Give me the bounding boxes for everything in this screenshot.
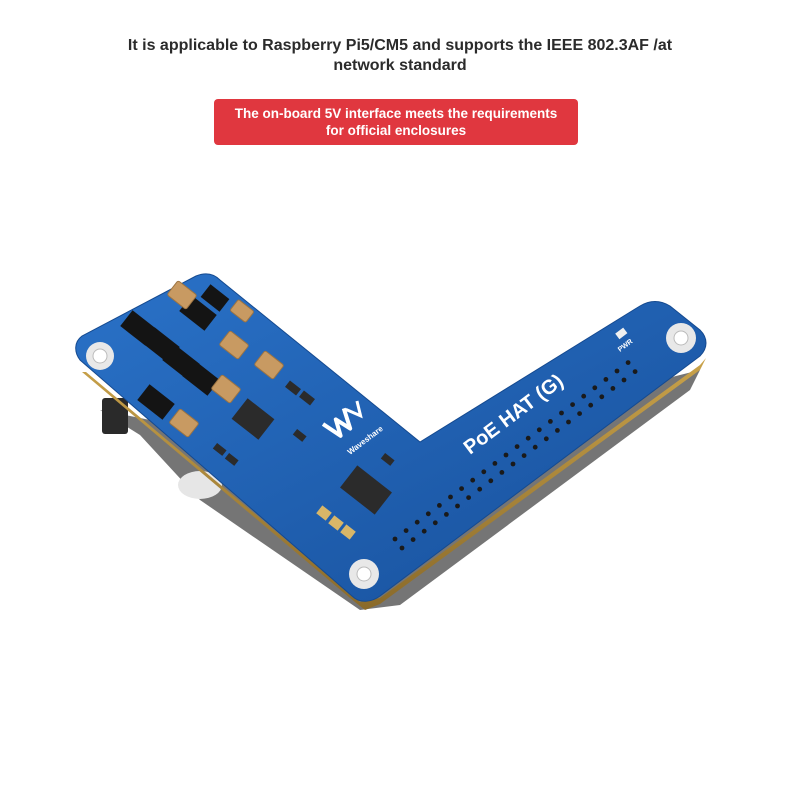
gpio-hole — [581, 393, 587, 399]
gpio-hole — [521, 453, 527, 458]
gpio-hole — [566, 419, 571, 425]
gpio-hole — [555, 428, 560, 433]
gpio-hole — [432, 520, 438, 526]
gpio-hole — [403, 528, 409, 533]
pwr-led — [615, 327, 628, 340]
mounting-holes — [86, 323, 696, 589]
gold-pads — [316, 505, 356, 540]
capacitors — [167, 280, 284, 438]
gpio-header-holes — [392, 360, 638, 551]
gpio-hole — [548, 419, 553, 424]
gpio-hole — [410, 537, 416, 542]
waveshare-logo — [321, 400, 363, 438]
gpio-hole — [499, 470, 505, 475]
gpio-hole — [421, 528, 427, 534]
gpio-hole — [532, 444, 538, 450]
smd-parts — [212, 380, 395, 515]
gpio-hole — [621, 377, 627, 383]
gpio-hole — [481, 469, 487, 475]
gpio-hole — [536, 427, 542, 433]
gpio-hole — [392, 536, 398, 542]
gpio-hole — [470, 477, 476, 483]
gpio-hole — [614, 368, 620, 374]
gpio-hole — [448, 494, 453, 500]
gpio-hole — [632, 369, 638, 374]
gpio-hole — [466, 495, 471, 500]
gpio-hole — [437, 503, 442, 508]
gpio-hole — [425, 511, 431, 517]
gpio-hole — [459, 486, 464, 491]
gpio-hole — [588, 402, 594, 408]
gpio-hole — [543, 436, 549, 442]
feature-badge: The on-board 5V interface meets the requ… — [214, 99, 578, 145]
gpio-hole — [399, 545, 405, 551]
gpio-hole — [610, 386, 616, 391]
feature-badge-text: The on-board 5V interface meets the requ… — [234, 106, 558, 138]
gpio-hole — [444, 512, 449, 517]
gpio-hole — [603, 377, 609, 382]
gpio-hole — [625, 360, 631, 365]
gpio-hole — [414, 519, 420, 525]
product-headline: It is applicable to Raspberry Pi5/CM5 an… — [127, 37, 673, 74]
gpio-hole — [570, 402, 575, 407]
gpio-hole — [577, 411, 582, 416]
gpio-hole — [492, 461, 498, 466]
gpio-hole — [525, 435, 531, 441]
gpio-hole — [503, 452, 509, 458]
gpio-hole — [514, 444, 520, 449]
gpio-hole — [488, 478, 494, 484]
gpio-hole — [599, 394, 605, 400]
gpio-hole — [592, 385, 598, 391]
gpio-hole — [477, 486, 483, 492]
gpio-hole — [455, 503, 460, 509]
gpio-hole — [510, 461, 516, 467]
diodes — [120, 284, 230, 420]
gpio-hole — [559, 410, 564, 416]
